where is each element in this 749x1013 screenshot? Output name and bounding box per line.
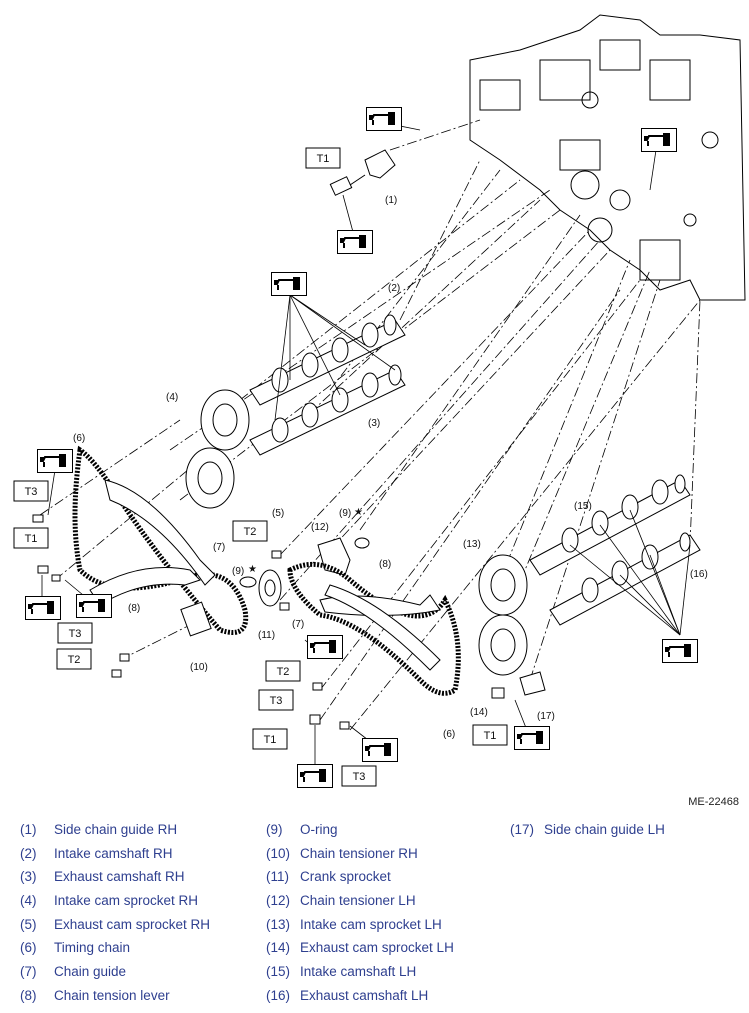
oil-can-icon [270, 272, 308, 296]
exploded-timing-diagram: T1 T3 T1 T2 T3 T2 T2 T3 T1 T3 T1 (1) (2)… [13, 14, 746, 788]
callout-6: (6) [73, 433, 85, 444]
callout-6b: (6) [443, 729, 455, 740]
crank-sprocket [239, 569, 282, 607]
legend-column-1: (1)Side chain guide RH (2)Intake camshaf… [20, 818, 210, 1008]
legend-item: (9)O-ring [266, 822, 338, 837]
svg-text:T2: T2 [277, 666, 290, 678]
legend-item: (7)Chain guide [20, 964, 127, 980]
callout-17: (17) [537, 711, 555, 722]
oil-can-icon [365, 107, 403, 131]
star-icon: ★ [354, 507, 363, 518]
legend-item: (5)Exhaust cam sprocket RH [20, 916, 211, 932]
legend-item: (17)Side chain guide LH [510, 822, 665, 837]
callout-1: (1) [385, 195, 397, 206]
callout-4: (4) [166, 392, 178, 403]
torque-tag: T1 [13, 527, 49, 549]
svg-text:T2: T2 [68, 654, 81, 666]
callout-5: (5) [272, 508, 284, 519]
legend-item: (4)Intake cam sprocket RH [20, 893, 199, 909]
svg-text:T1: T1 [317, 153, 330, 165]
callout-9: (9) [232, 566, 244, 577]
oil-can-icon [306, 635, 344, 659]
legend-item: (2)Intake camshaft RH [20, 845, 173, 861]
callout-7b: (7) [292, 619, 304, 630]
svg-text:T3: T3 [25, 486, 38, 498]
side-chain-guide-rh [329, 149, 396, 196]
legend-item: (6)Timing chain [20, 940, 131, 956]
svg-text:T3: T3 [353, 771, 366, 783]
callout-10: (10) [190, 662, 208, 673]
cam-sprockets-lh [478, 554, 528, 676]
callout-2: (2) [388, 283, 400, 294]
torque-tag: T2 [56, 648, 92, 670]
chain-tensioner-lh [317, 537, 370, 576]
legend-column-3: (17)Side chain guide LH [510, 818, 665, 842]
legend-item: (10)Chain tensioner RH [266, 845, 418, 861]
torque-tag: T2 [265, 660, 301, 682]
legend-item: (8)Chain tension lever [20, 987, 170, 1003]
callout-9b: (9) [339, 508, 351, 519]
bolts [32, 514, 350, 730]
svg-text:T1: T1 [25, 533, 38, 545]
torque-tag: T2 [232, 520, 268, 542]
callout-3: (3) [368, 418, 380, 429]
parts-legend: (1)Side chain guide RH (2)Intake camshaf… [0, 818, 749, 1008]
cam-sprockets-rh [185, 389, 250, 509]
star-icon: ★ [248, 564, 257, 575]
alignment-lines [39, 119, 701, 731]
legend-column-2: (9)O-ring (10)Chain tensioner RH (11)Cra… [266, 818, 454, 1008]
oil-can-icon [36, 449, 74, 473]
chain-guide-rh [89, 479, 216, 637]
legend-item: (13)Intake cam sprocket LH [266, 916, 442, 932]
oil-can-icon [640, 128, 678, 152]
oil-can-icon [336, 230, 374, 254]
oil-can-icon [513, 726, 551, 750]
callout-14: (14) [470, 707, 488, 718]
torque-tag: T3 [258, 689, 294, 711]
legend-item: (14)Exhaust cam sprocket LH [266, 940, 454, 956]
callout-8: (8) [128, 603, 140, 614]
timing-chain-lh [287, 561, 461, 696]
legend-item: (12)Chain tensioner LH [266, 893, 416, 909]
document-id: ME-22468 [688, 796, 739, 808]
torque-tag: T3 [57, 622, 93, 644]
engine-block [469, 14, 746, 301]
legend-item: (3)Exhaust camshaft RH [20, 869, 185, 885]
svg-text:T3: T3 [270, 695, 283, 707]
torque-tag: T3 [341, 765, 377, 787]
callout-16: (16) [690, 569, 708, 580]
chain-guide-lh [319, 584, 441, 671]
svg-text:T2: T2 [244, 526, 257, 538]
oil-can-icon [75, 594, 113, 618]
camshafts-rh [249, 314, 406, 456]
legend-item: (16)Exhaust camshaft LH [266, 987, 429, 1003]
callout-8b: (8) [379, 559, 391, 570]
legend-item: (11)Crank sprocket [266, 869, 391, 885]
legend-item: (1)Side chain guide RH [20, 822, 178, 837]
oil-can-icon [24, 596, 62, 620]
callout-11: (11) [258, 630, 275, 641]
oil-can-icon [296, 764, 334, 788]
legend-item: (15)Intake camshaft LH [266, 964, 417, 980]
callout-12: (12) [311, 522, 329, 533]
torque-tag: T1 [305, 147, 341, 169]
callout-13: (13) [463, 539, 481, 550]
torque-tag: T1 [472, 724, 508, 746]
callout-7: (7) [213, 542, 225, 553]
side-chain-guide-lh [491, 671, 546, 699]
svg-text:T3: T3 [69, 628, 82, 640]
torque-tag: T1 [252, 728, 288, 750]
oil-can-icon [361, 738, 399, 762]
callout-15: (15) [574, 501, 592, 512]
oil-can-icon [661, 639, 699, 663]
svg-text:T1: T1 [264, 734, 277, 746]
torque-tag: T3 [13, 480, 49, 502]
svg-text:T1: T1 [484, 730, 497, 742]
